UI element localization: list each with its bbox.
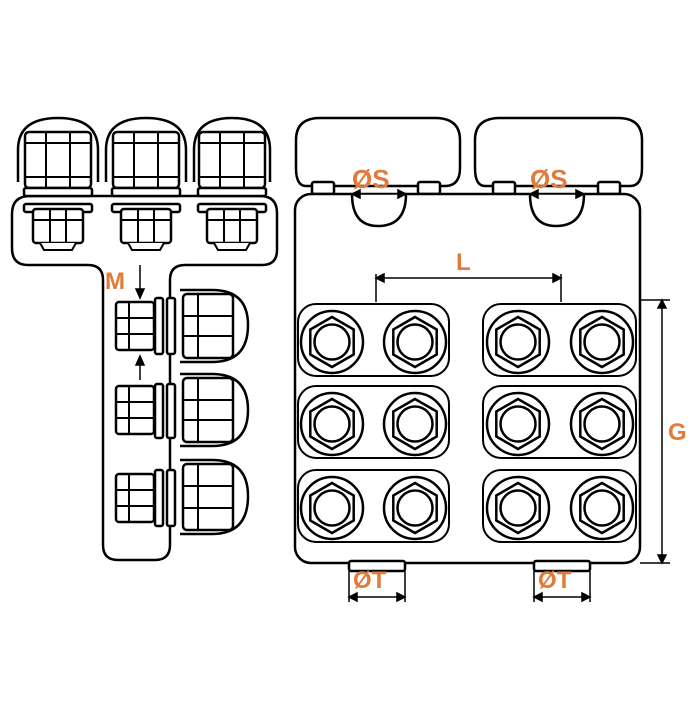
l-dimension-arrows (374, 272, 563, 302)
bolt-head (485, 391, 551, 457)
top-bolt-1 (22, 130, 94, 252)
top-bolt-3 (196, 130, 268, 252)
top-bolt-2 (110, 130, 182, 252)
right-front-view: ØS ØS L (293, 116, 687, 603)
bottom-stubs (347, 559, 592, 573)
s-dimension-arrows (350, 188, 586, 200)
bolt-head (299, 309, 365, 375)
t-body-outline (10, 194, 279, 562)
t-dimension-label-left: ØT (353, 567, 387, 594)
bolt-head (485, 475, 551, 541)
s-dimension-label-right: ØS (530, 164, 568, 194)
s-bore-circles (350, 193, 586, 228)
m-dimension-label: M (105, 268, 125, 295)
s-dimension-label-left: ØS (352, 164, 390, 194)
side-bolt-2 (114, 376, 235, 444)
bolt-head (382, 309, 448, 375)
side-bolt-1 (114, 292, 235, 360)
side-bolt-3 (114, 462, 235, 532)
m-dimension-arrows (134, 265, 146, 380)
bolt-head (299, 391, 365, 457)
bolt-head (382, 391, 448, 457)
left-side-view: M (10, 116, 279, 562)
bolt-head (569, 391, 635, 457)
g-dimension-label: G (668, 419, 687, 446)
t-dimension-arrows (347, 571, 592, 603)
bolt-head (485, 309, 551, 375)
l-dimension-label: L (456, 249, 471, 276)
bolt-head (299, 475, 365, 541)
bolt-head (382, 475, 448, 541)
t-dimension-label-right: ØT (538, 567, 572, 594)
bolt-head (569, 309, 635, 375)
bolt-head (569, 475, 635, 541)
top-cable-cradles (294, 116, 644, 196)
g-dimension-arrows (640, 298, 670, 565)
